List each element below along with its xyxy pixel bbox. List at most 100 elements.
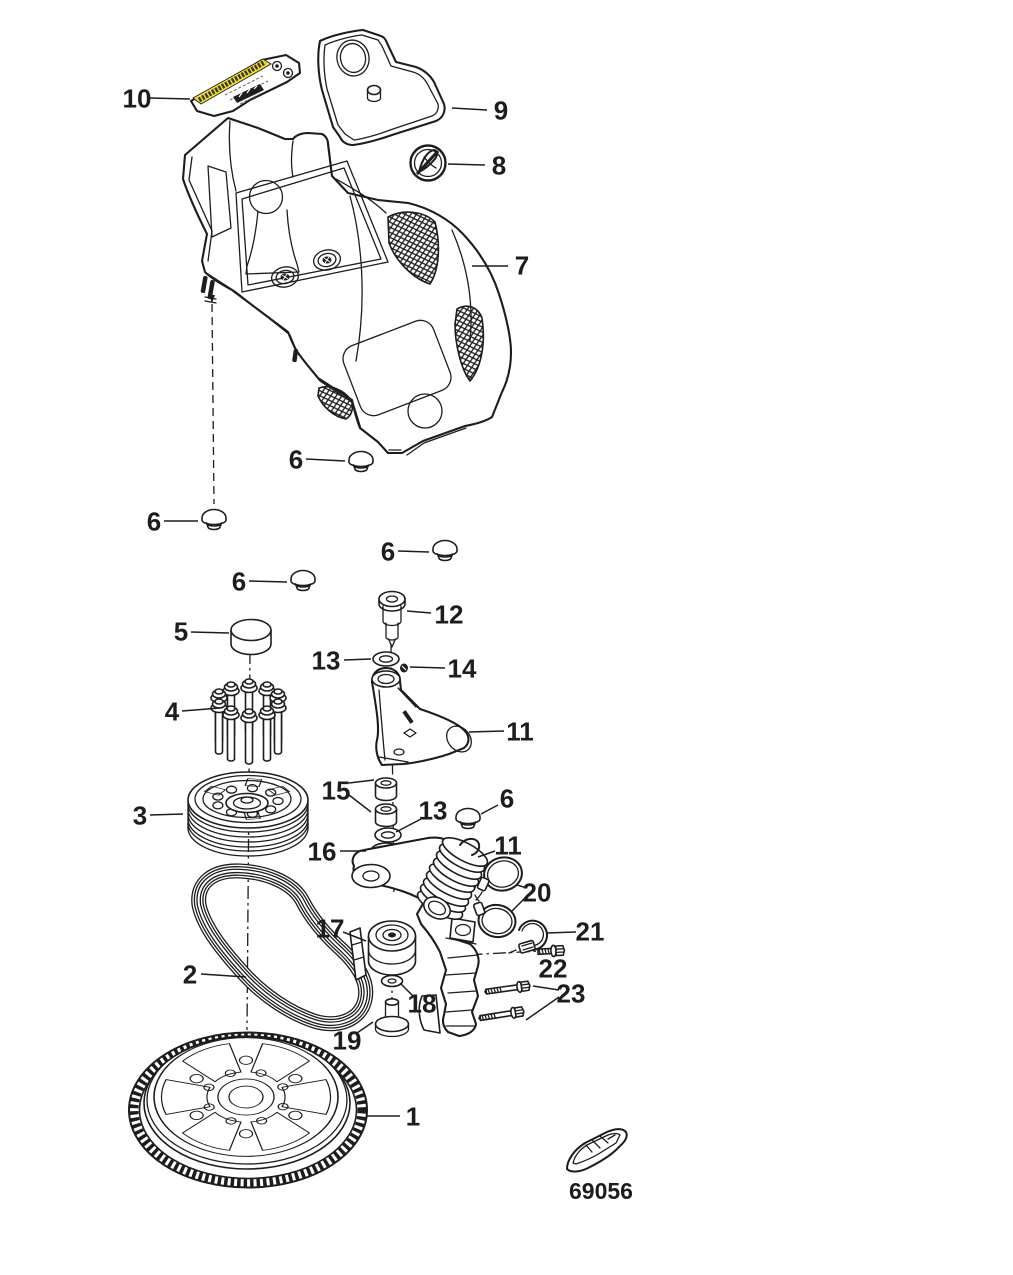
- rubber-bumper-drawing: [290, 569, 316, 592]
- gasket-pad-drawing: [317, 28, 446, 147]
- callout-6: 6: [289, 445, 303, 475]
- callout-21: 21: [576, 917, 605, 947]
- callout-7: 7: [515, 251, 529, 281]
- callout-12: 12: [435, 600, 464, 630]
- leader-line: [348, 794, 372, 813]
- drawing-number: 69056: [569, 1178, 633, 1204]
- rubber-bumper-drawing: [201, 508, 227, 531]
- leader-line: [305, 458, 346, 462]
- callout-6: 6: [381, 537, 395, 567]
- serpentine-belt-drawing: [199, 871, 366, 1024]
- bracket-lower-drawing: [349, 836, 489, 1038]
- leader-line: [511, 895, 528, 912]
- leader-line: [248, 580, 288, 583]
- cover-mount-pins: [200, 276, 299, 363]
- leader-line: [342, 931, 367, 942]
- bolt-drawing: [477, 1005, 526, 1025]
- callout-19: 19: [333, 1026, 362, 1056]
- cover-vent-mesh: [387, 211, 440, 285]
- leader-line: [451, 107, 488, 111]
- callout-13: 13: [312, 646, 341, 676]
- callout-1: 1: [406, 1102, 420, 1132]
- callout-6: 6: [232, 567, 246, 597]
- cable-tie-drawing: [472, 894, 517, 939]
- flywheel-drawing: [128, 1031, 368, 1189]
- callout-11: 11: [506, 717, 534, 747]
- leader-line: [348, 779, 375, 784]
- callout-9: 9: [494, 96, 508, 126]
- cover-screw-boss: [270, 266, 300, 288]
- cover-vent-mesh: [454, 305, 485, 382]
- leader-line: [397, 550, 430, 553]
- callout-6: 6: [147, 507, 161, 537]
- callout-3: 3: [133, 801, 147, 831]
- leader-line: [480, 804, 499, 815]
- leader-line: [181, 707, 221, 712]
- emblem-drawing: [409, 144, 447, 182]
- bolt-drawing: [483, 979, 532, 998]
- callout-8: 8: [492, 151, 506, 181]
- shoulder-screw-drawing: [378, 590, 406, 648]
- callout-14: 14: [448, 654, 477, 684]
- decal-barcode: [233, 84, 264, 103]
- leader-line: [356, 1021, 374, 1034]
- rubber-bumper-drawing: [432, 539, 458, 562]
- cover-keyhole-boss: [248, 179, 284, 215]
- callout-2: 2: [183, 960, 197, 990]
- leader-line: [477, 850, 496, 858]
- callout-5: 5: [174, 617, 188, 647]
- callout-17: 17: [316, 914, 345, 944]
- warning-decal-drawing: [189, 53, 302, 118]
- leader-line: [532, 985, 560, 991]
- leader-line: [190, 631, 230, 634]
- crankshaft-pulley-drawing: [187, 771, 309, 857]
- retainer-clip-drawing: [400, 663, 408, 673]
- cover-screw-boss: [312, 249, 342, 271]
- washer-small-drawing: [380, 974, 404, 988]
- leader-line: [149, 813, 184, 816]
- callout-23: 23: [557, 979, 586, 1009]
- callout-11: 11: [494, 831, 522, 861]
- callout-16: 16: [308, 837, 337, 867]
- hose-clamp-drawing: [508, 919, 549, 954]
- idler-pulley-drawing: [367, 920, 417, 976]
- rubber-bumper-drawing: [455, 807, 481, 830]
- leader-line: [447, 163, 486, 166]
- callout-15: 15: [322, 776, 351, 806]
- callout-13: 13: [419, 796, 448, 826]
- leader-line: [395, 818, 422, 833]
- bushing-drawing: [374, 777, 398, 802]
- cable-tie-drawing: [475, 856, 523, 901]
- rubber-bumper-drawing: [348, 450, 374, 473]
- stud-set-drawing: [210, 678, 287, 765]
- o-ring-drawing: [372, 651, 400, 667]
- spacer-bolt-drawing: [374, 997, 410, 1038]
- leader-line: [406, 610, 432, 614]
- leader-line: [399, 982, 414, 997]
- leader-line: [516, 884, 528, 889]
- leader-line: [525, 996, 560, 1021]
- boat-icon: [566, 1128, 628, 1173]
- flywheel-cover-drawing: [181, 116, 513, 456]
- callout-20: 20: [523, 878, 552, 908]
- bushing-drawing: [374, 803, 398, 828]
- callout-10: 10: [123, 84, 152, 114]
- callout-18: 18: [408, 989, 437, 1019]
- leader-line: [343, 658, 372, 661]
- leader-line: [468, 730, 505, 733]
- callout-22: 22: [539, 954, 568, 984]
- tensioner-spring-drawing: [416, 837, 489, 920]
- leader-line: [200, 973, 247, 978]
- leader-line: [409, 666, 446, 669]
- cover-vent-mesh: [317, 385, 354, 420]
- screw-small-drawing: [537, 944, 566, 958]
- bracket-upper-drawing: [370, 666, 472, 767]
- callout-4: 4: [165, 697, 180, 727]
- callout-6: 6: [500, 784, 514, 814]
- cap-drawing: [230, 618, 272, 656]
- o-ring-drawing: [374, 827, 402, 843]
- leader-line: [149, 97, 191, 100]
